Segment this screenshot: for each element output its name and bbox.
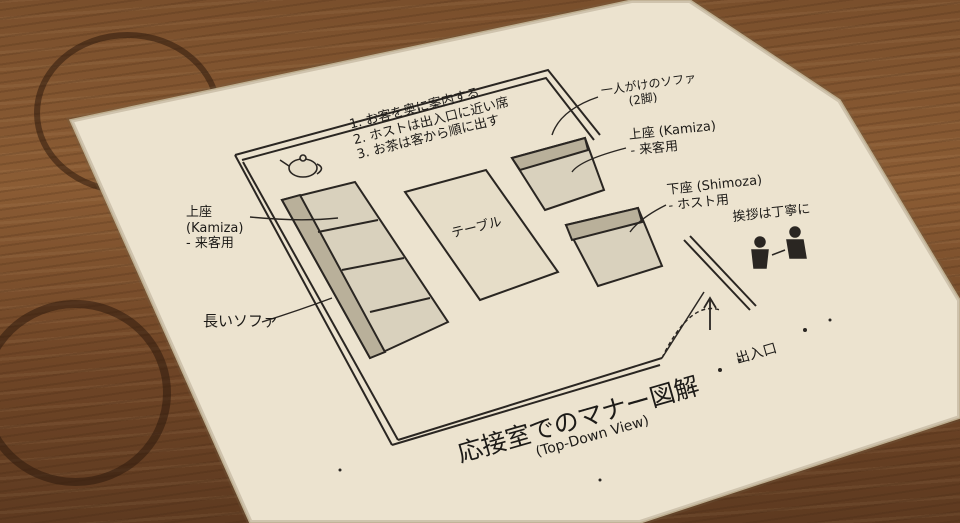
crumbs-decor xyxy=(338,318,832,482)
coffee-ring-stain xyxy=(0,300,171,486)
teapot-icon xyxy=(279,154,323,178)
coffee-table xyxy=(403,168,560,302)
entrance-arrow-icon xyxy=(703,296,717,330)
single-sofa-top xyxy=(510,136,606,212)
long-sofa-label: 長いソファ xyxy=(203,312,279,330)
leader-lines xyxy=(249,96,667,323)
long-sofa xyxy=(280,180,450,360)
single-sofa-bottom xyxy=(564,206,664,288)
room-walls xyxy=(234,68,757,446)
door-swing xyxy=(661,307,721,359)
greeting-people-icon xyxy=(751,226,807,269)
kamiza-left-label: 上座 (Kamiza) - 来客用 xyxy=(186,205,244,252)
